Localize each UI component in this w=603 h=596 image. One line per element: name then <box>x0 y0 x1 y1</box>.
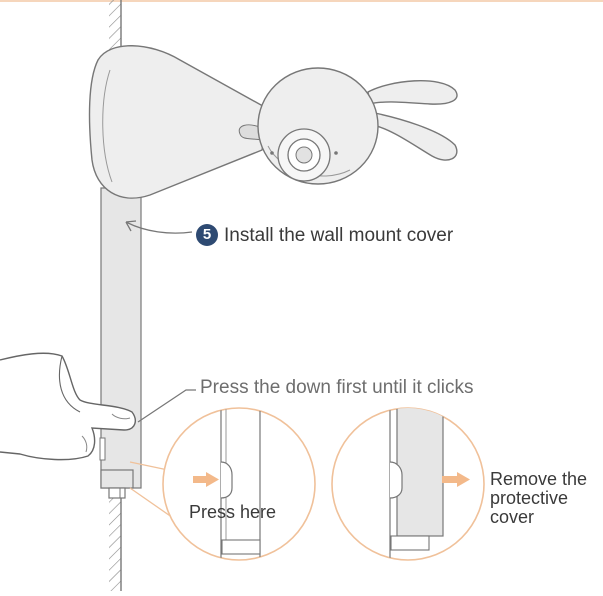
hand-icon <box>0 352 136 461</box>
detail-circle-remove <box>331 407 485 561</box>
remove-caption-line-1: Remove the <box>490 469 588 489</box>
press-down-instruction: Press the down first until it clicks <box>200 377 474 398</box>
zoom-tail <box>129 461 177 521</box>
remove-caption-line-2: protective <box>490 487 569 508</box>
remove-caption-line-3: cover <box>490 506 535 527</box>
step-title: 5 Install the wall mount cover <box>196 224 453 246</box>
step-pointer-arrow <box>125 220 193 234</box>
press-here-caption: Press here <box>189 502 277 522</box>
camera-lens <box>270 128 338 182</box>
remove-arrow-icon <box>442 472 470 487</box>
remove-cover-caption: Remove the protective cover <box>490 470 600 527</box>
press-down-leader <box>137 389 196 423</box>
press-arrow-icon <box>193 472 219 487</box>
detail-circle-press <box>162 407 316 561</box>
camera-head <box>257 67 458 185</box>
step-number-badge: 5 <box>196 224 218 246</box>
camera-base <box>88 45 271 199</box>
step-title-text: Install the wall mount cover <box>224 224 454 246</box>
wall-mount-cover <box>99 187 142 499</box>
